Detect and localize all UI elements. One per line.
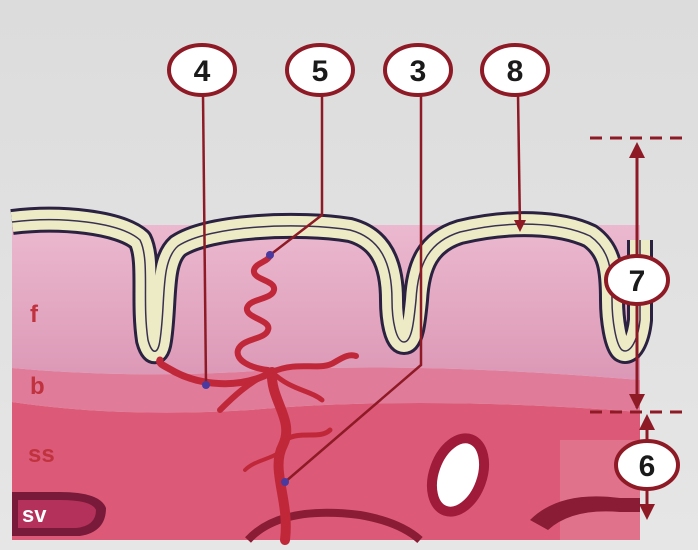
callout-7: 7 <box>606 256 668 304</box>
callout-3-label: 3 <box>410 55 427 88</box>
callout-5: 5 <box>287 45 353 95</box>
callout-3: 3 <box>385 45 451 95</box>
point-4 <box>202 381 210 389</box>
layer-f-region <box>12 225 640 380</box>
callout-8-label: 8 <box>507 55 524 88</box>
callout-4: 4 <box>169 45 235 95</box>
callout-4-label: 4 <box>194 55 211 88</box>
layer-label-ss: ss <box>28 441 55 468</box>
callout-5-label: 5 <box>312 55 329 88</box>
callout-7-label: 7 <box>629 265 646 298</box>
callout-6: 6 <box>616 441 678 489</box>
layer-label-sv: sv <box>22 502 47 527</box>
layer-label-b: b <box>30 373 45 400</box>
callout-8: 8 <box>482 45 548 95</box>
point-3 <box>281 478 289 486</box>
layer-label-f: f <box>30 301 39 328</box>
point-5 <box>266 251 274 259</box>
callout-6-label: 6 <box>639 450 656 483</box>
